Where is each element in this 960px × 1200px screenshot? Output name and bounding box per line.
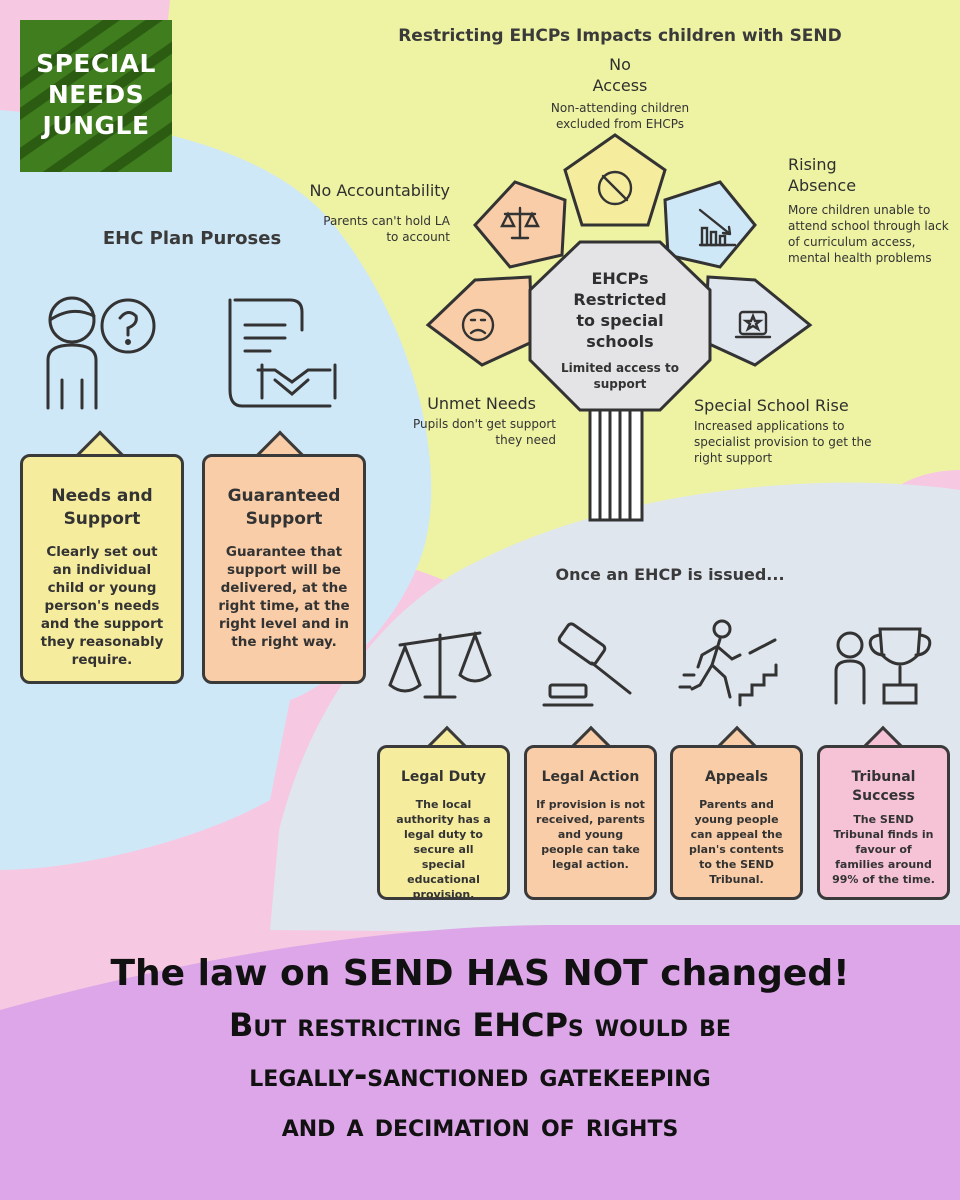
- card-heading: Tribunal Success: [851, 769, 916, 804]
- ehcp-impact-flower: [425, 133, 813, 522]
- statement-line-2: But restricting EHCPs would be: [229, 1006, 731, 1044]
- center-sub: Limited access to support: [561, 361, 679, 391]
- card-heading: Guaranteed Support: [227, 486, 341, 529]
- impact-rising-absence: Rising Absence More children unable to a…: [788, 154, 953, 266]
- card-heading: Legal Action: [541, 769, 640, 785]
- crying-face-icon: [461, 308, 495, 342]
- impact-heading: Rising Absence: [788, 155, 857, 195]
- statement-line-1: The law on SEND HAS NOT changed!: [110, 953, 850, 994]
- contract-handshake-icon: [228, 298, 337, 408]
- card-tribunal-success: Tribunal Success The SEND Tribunal finds…: [817, 745, 950, 900]
- petal-no-access: [563, 133, 667, 227]
- star-school-icon: [734, 310, 772, 339]
- impact-heading: No Accountability: [309, 181, 450, 200]
- card-heading: Appeals: [705, 769, 768, 785]
- no-entry-child-icon: [597, 170, 633, 206]
- scales-small-icon: [500, 206, 540, 240]
- impact-desc: Increased applications to specialist pro…: [694, 419, 872, 465]
- person-trophy-icon: [834, 627, 932, 705]
- flower-stem: [588, 398, 644, 522]
- issued-title: Once an EHCP is issued...: [555, 565, 785, 584]
- statement-line-4: and a decimation of rights: [281, 1106, 679, 1144]
- impact-heading: Unmet Needs: [427, 394, 536, 413]
- closing-statement: The law on SEND HAS NOT changed! But res…: [0, 948, 960, 1150]
- statement-line-3: legally-sanctioned gatekeeping: [249, 1056, 711, 1094]
- purposes-illustrations: [46, 296, 337, 410]
- center-box: EHCPs Restricted to special schools Limi…: [530, 268, 710, 392]
- impact-heading: No Access: [592, 55, 648, 95]
- card-body: Guarantee that support will be delivered…: [218, 544, 350, 650]
- impact-unmet-needs: Unmet Needs Pupils don't get support the…: [400, 393, 556, 448]
- card-appeals: Appeals Parents and young people can app…: [670, 745, 803, 900]
- card-body: Clearly set out an individual child or y…: [40, 544, 164, 668]
- diagram-title: Restricting EHCPs Impacts children with …: [398, 26, 842, 46]
- climbing-stairs-icon: [678, 619, 778, 707]
- impact-heading: Special School Rise: [694, 396, 849, 415]
- logo-text: SPECIAL NEEDS JUNGLE: [36, 49, 156, 140]
- card-legal-duty: Legal Duty The local authority has a leg…: [377, 745, 510, 900]
- impact-desc: Parents can't hold LA to account: [323, 214, 450, 244]
- impact-no-access: No Access Non-attending children exclude…: [530, 54, 710, 132]
- card-body: If provision is not received, parents an…: [536, 798, 645, 871]
- petal-rising-absence: [663, 180, 757, 269]
- issued-illustrations: [388, 619, 932, 707]
- card-guaranteed-support: Guaranteed Support Guarantee that suppor…: [202, 454, 366, 684]
- purposes-title: EHC Plan Puroses: [102, 228, 282, 249]
- card-body: Parents and young people can appeal the …: [689, 798, 784, 886]
- scales-of-justice-icon: [388, 630, 492, 699]
- impact-desc: Pupils don't get support they need: [413, 417, 556, 447]
- card-body: The SEND Tribunal finds in favour of fam…: [832, 813, 935, 886]
- special-needs-jungle-logo: SPECIAL NEEDS JUNGLE: [20, 20, 172, 172]
- impact-no-accountability: No Accountability Parents can't hold LA …: [300, 180, 450, 245]
- falling-chart-icon: [698, 208, 737, 247]
- center-heading: EHCPs Restricted to special schools: [573, 269, 667, 351]
- petal-unmet-needs: [425, 275, 534, 367]
- impact-desc: Non-attending children excluded from EHC…: [550, 101, 690, 131]
- person-question-icon: [46, 296, 156, 410]
- impact-desc: More children unable to attend school th…: [788, 203, 949, 265]
- card-heading: Needs and Support: [51, 486, 153, 529]
- card-needs-and-support: Needs and Support Clearly set out an ind…: [20, 454, 184, 684]
- impact-special-school-rise: Special School Rise Increased applicatio…: [694, 395, 874, 466]
- card-body: The local authority has a legal duty to …: [396, 798, 491, 900]
- gavel-icon: [542, 622, 632, 707]
- center-octagon: [528, 240, 712, 412]
- card-heading: Legal Duty: [401, 769, 486, 785]
- card-legal-action: Legal Action If provision is not receive…: [524, 745, 657, 900]
